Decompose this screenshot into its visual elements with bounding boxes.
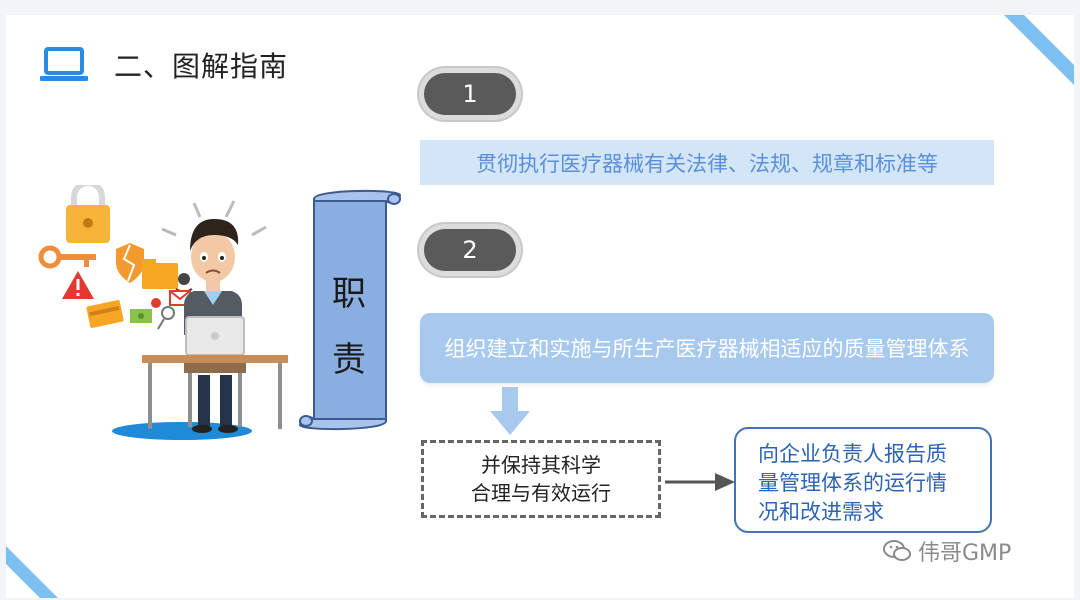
credit-card-icon [86,300,124,328]
worried-man-illustration [38,185,288,440]
watermark-text: 伟哥GMP [918,541,1012,566]
corner-stripe-bottom-left [6,546,58,598]
scroll-banner [298,189,402,431]
step-badge-1: 1 [424,73,516,115]
maintain-line-1: 并保持其科学 [481,453,601,477]
report-box: 向企业负责人报告质 量管理体系的运行情 况和改进需求 [734,427,992,533]
wechat-icon [883,540,911,561]
broken-shield-icon [116,243,144,283]
right-arrow-icon [665,473,735,491]
corner-stripe-top-right [1004,15,1074,85]
warning-icon [62,271,94,299]
maintain-operation-box: 并保持其科学 合理与有效运行 [421,440,661,518]
report-line-1: 向企业负责人报告质 [758,442,947,466]
key-icon [38,245,96,269]
cash-icon [130,309,152,323]
step-1-text: 贯彻执行医疗器械有关法律、法规、规章和标准等 [420,140,994,185]
down-arrow-icon [490,387,530,435]
watermark: 伟哥GMP [882,535,1011,567]
scroll-char-1: 职 [332,274,366,314]
page-title: 二、图解指南 [114,50,289,83]
folder-icon [142,259,178,289]
scroll-text: 职 责 [324,261,374,393]
maintain-line-2: 合理与有效运行 [471,481,611,505]
step-2-text: 组织建立和实施与所生产医疗器械相适应的质量管理体系 [420,313,994,383]
step-badge-2: 2 [424,229,516,271]
laptop-icon [40,47,88,81]
padlock-icon [66,185,110,243]
report-line-3: 况和改进需求 [758,500,884,524]
report-line-2: 量管理体系的运行情 [758,471,947,495]
scroll-char-2: 责 [332,340,366,380]
bug-icon [151,298,161,308]
slide: 二、图解指南 1 贯彻执行医疗器械有关法律、法规、规章和标准等 2 组织建立和实… [6,15,1074,598]
magnifier-icon [157,306,175,330]
